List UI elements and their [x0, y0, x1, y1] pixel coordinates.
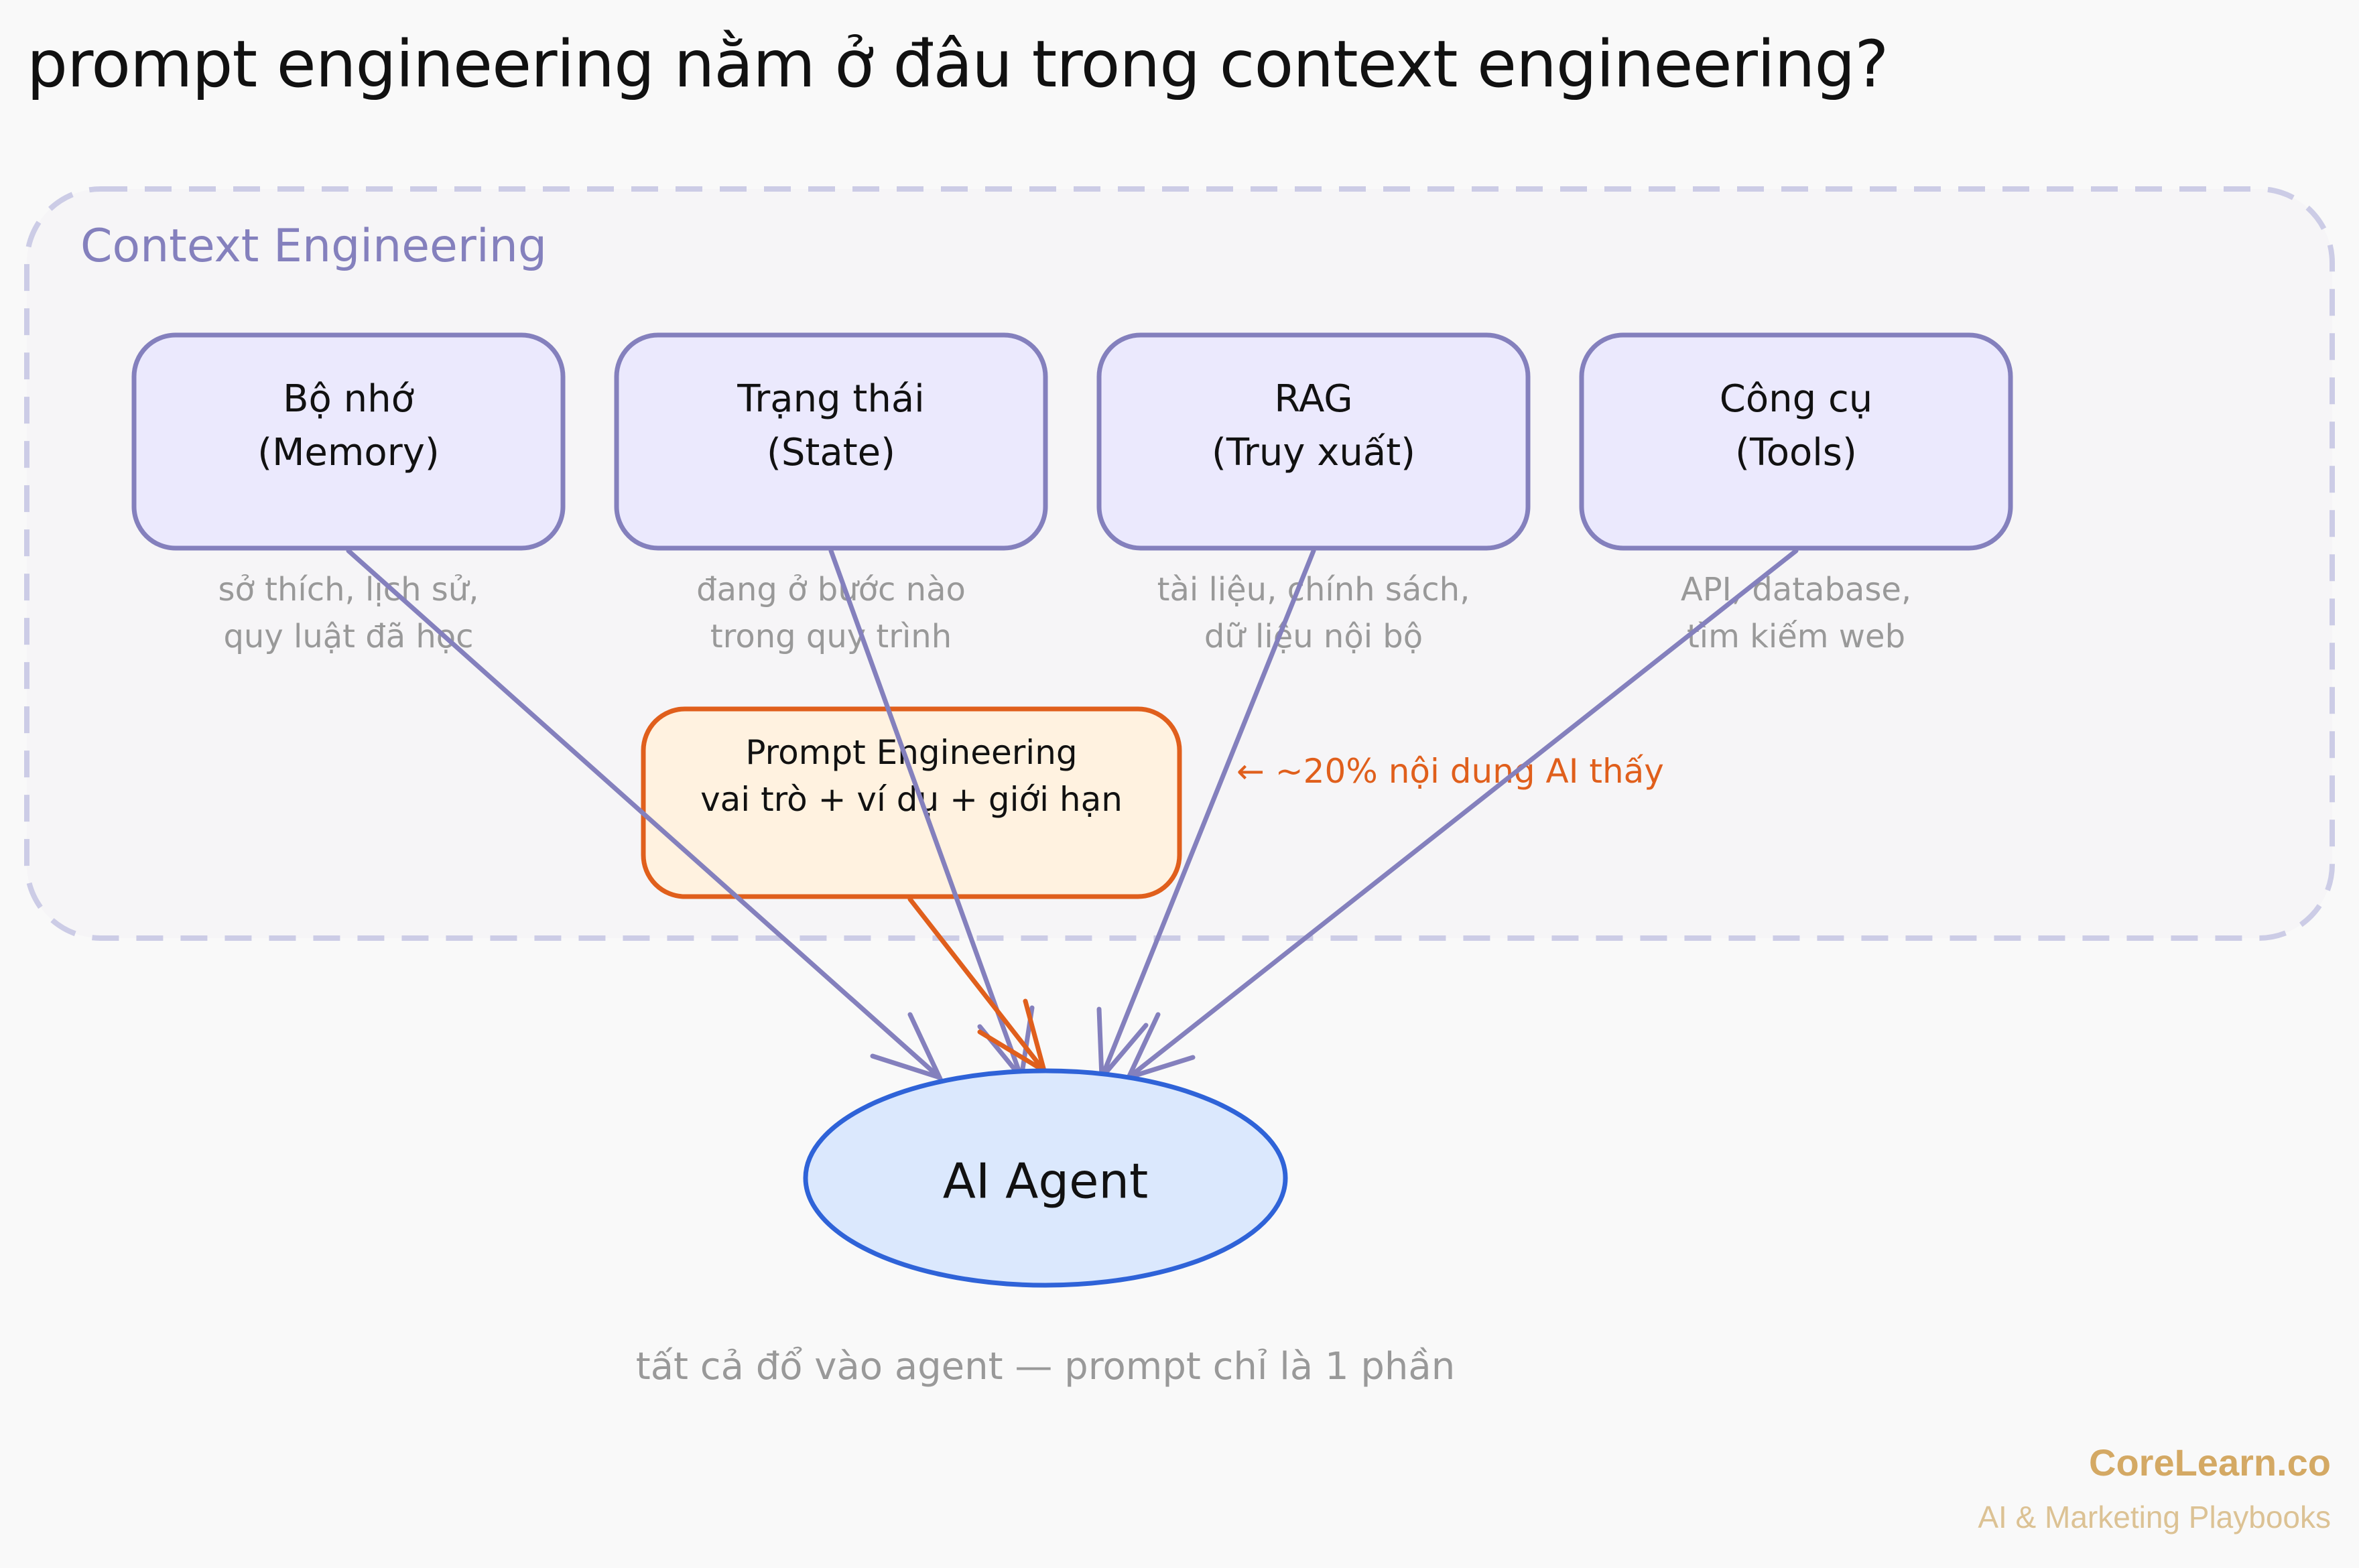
state-box[interactable]: Trạng thái (State)	[614, 332, 1048, 551]
prompt-name: Prompt Engineering	[745, 733, 1077, 772]
page-title: prompt engineering nằm ở đâu trong conte…	[27, 27, 1889, 102]
brand-tagline: AI & Marketing Playbooks	[1978, 1500, 2331, 1534]
memory-desc-line2: quy luật đã học	[223, 618, 473, 655]
memory-box[interactable]: Bộ nhớ (Memory)	[131, 332, 566, 551]
brand-name[interactable]: CoreLearn.co	[2089, 1441, 2331, 1484]
ai-agent-label: AI Agent	[943, 1153, 1149, 1210]
rag-desc-line2: dữ liệu nội bộ	[1204, 618, 1423, 655]
ai-agent-node[interactable]: AI Agent	[803, 1068, 1288, 1288]
brand-block: CoreLearn.co AI & Marketing Playbooks	[1978, 1441, 2331, 1535]
memory-name: Bộ nhớ	[283, 377, 414, 421]
memory-desc-line1: sở thích, lịch sử,	[218, 571, 479, 608]
prompt-desc: vai trò + ví dụ + giới hạn	[700, 780, 1123, 819]
memory-subtitle: (Memory)	[257, 431, 439, 474]
tools-box[interactable]: Công cụ (Tools)	[1579, 332, 2013, 551]
diagram-caption: tất cả đổ vào agent — prompt chỉ là 1 ph…	[636, 1345, 1455, 1388]
tools-name: Công cụ	[1720, 377, 1872, 421]
tools-subtitle: (Tools)	[1735, 431, 1857, 474]
rag-subtitle: (Truy xuất)	[1212, 431, 1415, 474]
container-label: Context Engineering	[80, 220, 547, 273]
prompt-share-note: ← ~20% nội dung AI thấy	[1236, 752, 1664, 791]
rag-name: RAG	[1274, 377, 1352, 421]
arrow-memory-to-agent	[346, 548, 944, 1082]
tools-desc-line2: tìm kiếm web	[1687, 618, 1905, 655]
state-desc-line2: trong quy trình	[710, 618, 952, 655]
rag-desc-line1: tài liệu, chính sách,	[1157, 571, 1470, 608]
prompt-engineering-box[interactable]: Prompt Engineering vai trò + ví dụ + giớ…	[641, 706, 1182, 899]
rag-box[interactable]: RAG (Truy xuất)	[1096, 332, 1531, 551]
tools-desc-line1: API, database,	[1681, 571, 1911, 608]
state-desc-line1: đang ở bước nào	[696, 571, 966, 608]
state-subtitle: (State)	[767, 431, 895, 474]
state-name: Trạng thái	[737, 377, 924, 421]
